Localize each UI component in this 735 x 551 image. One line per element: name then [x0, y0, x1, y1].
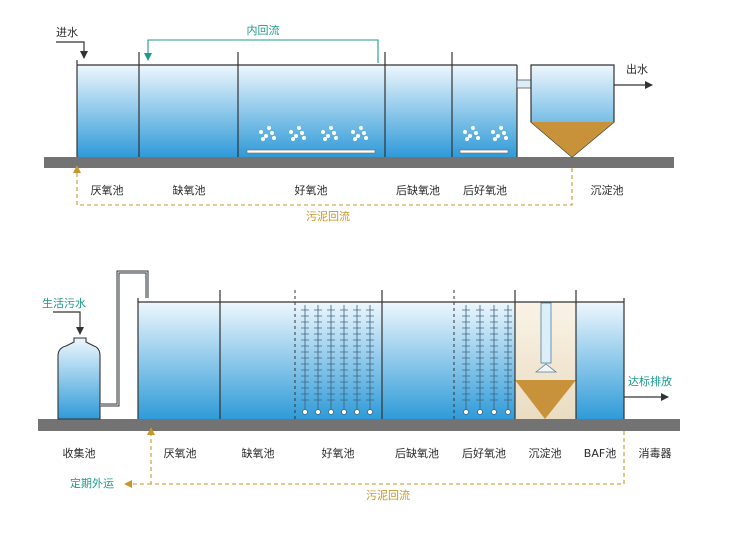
bubble [502, 131, 506, 135]
tank-label-clarifier-1: 沉淀池 [590, 184, 624, 197]
tank-label-anoxic-1: 缺氧池 [172, 184, 206, 197]
partitions-1 [138, 52, 453, 157]
bubble [465, 137, 469, 141]
bubble [474, 131, 478, 135]
clarifier-center-pipe [534, 302, 558, 373]
diffuser [354, 409, 360, 415]
bubble [321, 130, 325, 134]
tank-water-1 [77, 65, 517, 157]
tank-label-post-anoxic-2: 后缺氧池 [395, 447, 439, 460]
diffuser [491, 409, 497, 415]
diffuser [505, 409, 511, 415]
bubble [332, 131, 336, 135]
tank-label-aerobic-2: 好氧池 [321, 447, 355, 460]
bubble [491, 130, 495, 134]
partitions-2 [219, 290, 577, 419]
discharge-label: 达标排放 [628, 375, 672, 388]
bubble [267, 126, 271, 130]
aeration-pipe [246, 149, 376, 154]
bubble [463, 130, 467, 134]
bubble [364, 136, 368, 140]
internal-return-label: 内回流 [246, 24, 280, 37]
bubble [499, 126, 503, 130]
diffuser [477, 409, 483, 415]
diffuser [328, 409, 334, 415]
tank-label-clarifier-2: 沉淀池 [528, 447, 562, 460]
diffuser [302, 409, 308, 415]
sludge-return-label-1: 污泥回流 [306, 210, 350, 223]
outflow-label: 出水 [626, 63, 648, 76]
diagram-1 [44, 39, 674, 206]
tank-label-aerobic-1: 好氧池 [294, 184, 328, 197]
tank-label-baf: BAF池 [583, 447, 617, 460]
clarifier-1 [530, 64, 615, 158]
bubble [362, 131, 366, 135]
diffuser [315, 409, 321, 415]
diffuser [463, 409, 469, 415]
bubble [496, 134, 500, 138]
tank-label-collection: 收集池 [62, 447, 96, 460]
bubble [493, 137, 497, 141]
bubble [353, 137, 357, 141]
ground-2 [38, 419, 680, 431]
bubble [359, 126, 363, 130]
tank-label-anaerobic-1: 厌氧池 [90, 184, 124, 197]
bubble [261, 137, 265, 141]
bubble [300, 131, 304, 135]
aeration-pipe [459, 149, 509, 154]
diffuser [367, 409, 373, 415]
tank-label-anoxic-2: 缺氧池 [241, 447, 275, 460]
bubble [297, 126, 301, 130]
tank-label-anaerobic-2: 厌氧池 [163, 447, 197, 460]
tank-label-post-aerobic-1: 后好氧池 [463, 184, 507, 197]
bubble [356, 134, 360, 138]
bubble [264, 134, 268, 138]
bubble [476, 136, 480, 140]
bubble [272, 136, 276, 140]
bubble [294, 134, 298, 138]
inflow-label: 进水 [56, 26, 78, 39]
external-transport-label: 定期外运 [70, 477, 114, 490]
bubble [270, 131, 274, 135]
aeration-bubbles [259, 126, 508, 141]
bubble [259, 130, 263, 134]
bubble [329, 126, 333, 130]
bubble [351, 130, 355, 134]
bubble [289, 130, 293, 134]
bubble [323, 137, 327, 141]
ground-1 [44, 157, 674, 168]
bubble [504, 136, 508, 140]
sludge-return-label-2: 污泥回流 [366, 489, 410, 502]
biofilm-carriers [301, 305, 512, 415]
diagram-2 [38, 270, 680, 488]
bubble [334, 136, 338, 140]
collection-tank [57, 337, 101, 420]
tank-water-2 [138, 302, 515, 419]
sludge-return-line-2 [147, 427, 625, 485]
diffuser [341, 409, 347, 415]
bubble [291, 137, 295, 141]
bubble [302, 136, 306, 140]
sewage-label: 生活污水 [42, 297, 86, 310]
internal-return-line [144, 39, 379, 63]
tank-label-disinfector: 消毒器 [638, 447, 672, 460]
inflow-arrow [56, 41, 88, 59]
tank-label-post-anoxic-1: 后缺氧池 [396, 184, 440, 197]
bubble [471, 126, 475, 130]
connection-pipe [516, 79, 532, 89]
baf-tank [576, 302, 624, 419]
tank-label-post-aerobic-2: 后好氧池 [462, 447, 506, 460]
sewage-inflow-arrow [53, 311, 84, 335]
tank-walls-2 [137, 298, 625, 419]
bubble [468, 134, 472, 138]
bubble [326, 134, 330, 138]
